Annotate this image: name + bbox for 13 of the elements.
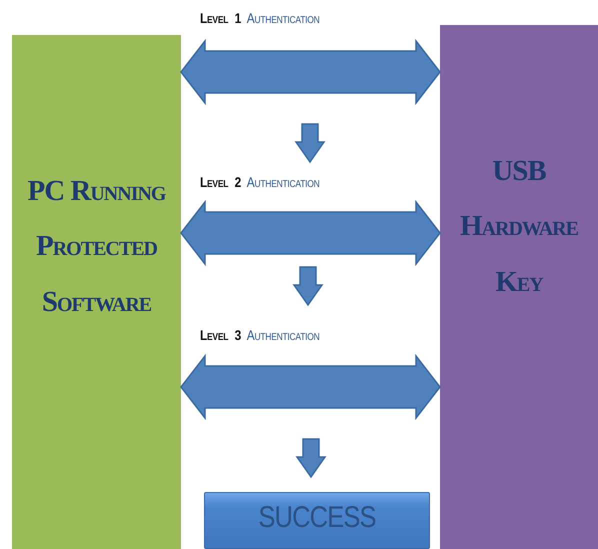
edge-label: Level 1 Authentication: [200, 10, 320, 26]
panel-title: PC Running Protected Software: [28, 175, 166, 318]
software-panel: [12, 35, 181, 549]
edge-label: Level 2 Authentication: [200, 174, 320, 190]
hardware-key-panel: [440, 25, 598, 549]
edge-label: Level 3 Authentication: [200, 327, 320, 343]
double-arrow: [180, 200, 441, 266]
result-text: SUCCESS: [258, 501, 376, 535]
success-box: [204, 492, 430, 549]
double-arrow: [180, 38, 441, 106]
panel-title: USB Hardware Key: [460, 155, 578, 298]
down-arrow: [296, 438, 326, 478]
double-arrow: [180, 354, 441, 420]
